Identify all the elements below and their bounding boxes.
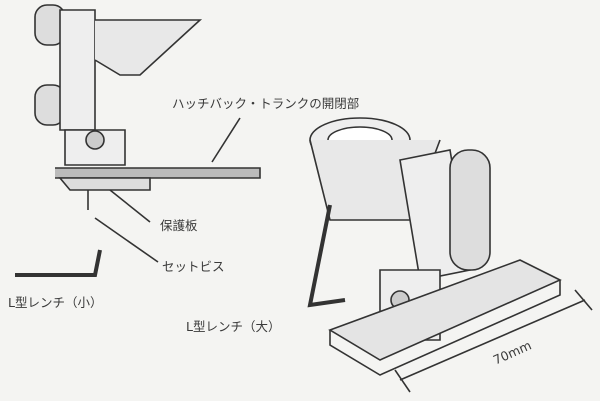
small-wrench-label: L型レンチ（小） bbox=[8, 295, 103, 310]
screw-pointer bbox=[94, 217, 159, 263]
plate-pointer bbox=[109, 189, 151, 223]
set-screw-label: セットビス bbox=[162, 259, 225, 274]
large-wrench bbox=[307, 204, 346, 308]
small-mount-illustration bbox=[34, 4, 261, 210]
small-wrench bbox=[15, 249, 102, 277]
large-wrench-label: L型レンチ（大） bbox=[186, 319, 281, 334]
protective-plate-label: 保護板 bbox=[160, 218, 198, 233]
large-mount-illustration bbox=[309, 117, 562, 376]
width-dimension bbox=[394, 289, 593, 393]
trunk-pointer bbox=[211, 117, 241, 163]
trunk-opening-label: ハッチバック・トランクの開閉部 bbox=[172, 96, 360, 111]
